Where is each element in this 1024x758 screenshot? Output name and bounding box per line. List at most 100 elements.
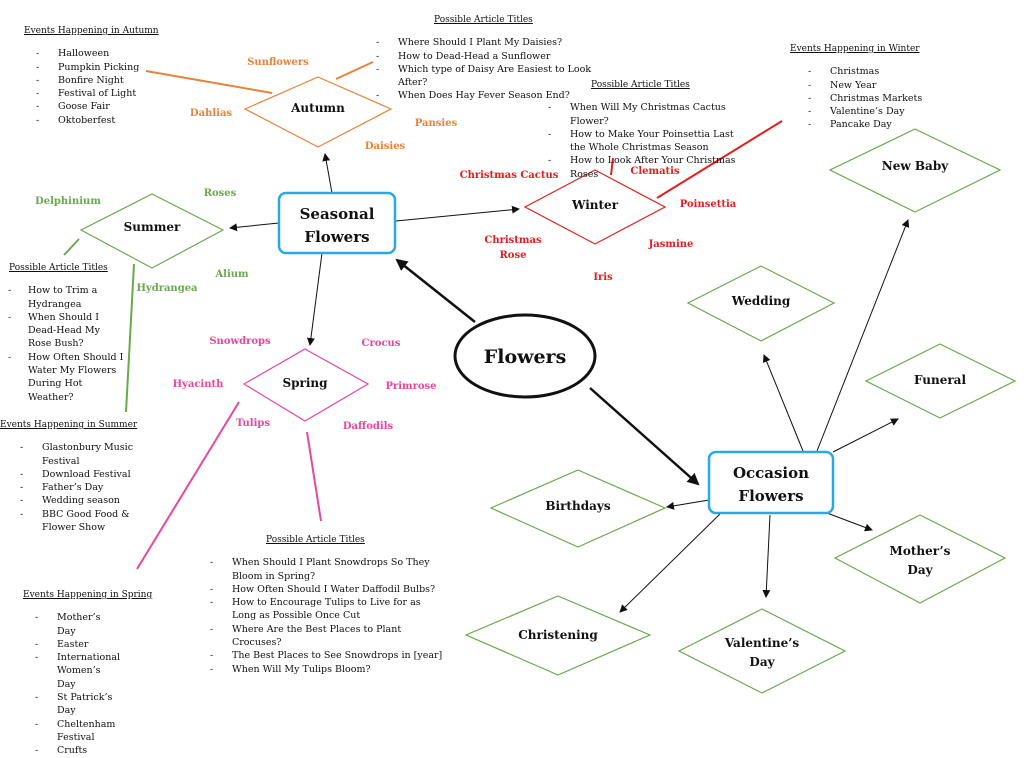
seasonal-label-line2: Flowers [304,228,369,246]
flower-roses: Roses [204,188,237,199]
list-item: Download Festival [8,468,165,482]
summer-events-list: Glastonbury Music FestivalDownload Festi… [8,441,165,534]
flower-daffodils: Daffodils [343,421,394,432]
valentines-day-diamond [677,608,847,694]
list-item: St Patrick’s Day [23,691,118,718]
flower-primrose: Primrose [385,381,436,392]
autumn-articles-list: Where Should I Plant My Daisies?How to D… [364,36,614,103]
list-item: Glastonbury Music Festival [8,441,165,468]
connector-seasonal-autumn [322,153,333,194]
summer-events-heading: Events Happening in Summer [0,420,138,430]
summer-label: Summer [124,220,181,234]
new-baby-diamond [828,128,1002,213]
connector-occasion-funeral [832,418,899,453]
spring-articles-connector [306,431,322,522]
funeral-diamond [864,343,1017,419]
spring-articles-heading: Possible Article Titles [266,535,365,545]
winter-label: Winter [571,198,619,212]
autumn-events-block: Events Happening in Autumn HalloweenPump… [24,25,174,127]
list-item: How Often Should I Water My Flowers Duri… [6,351,124,404]
mothers-day-label-line1: Mother’s [890,544,951,558]
spring-events-connector [136,401,240,570]
spring-events-heading: Events Happening in Spring [23,590,153,600]
flower-christmas-rose-line1: Christmas [484,235,542,246]
flower-christmas-rose-line2: Rose [500,250,527,261]
summer-articles-block: Possible Article Titles How to Trim a Hy… [6,262,124,404]
list-item: Valentine’s Day [796,105,940,119]
list-item: BBC Good Food & Flower Show [8,508,165,535]
list-item: How to Look After Your Christmas Roses [536,154,746,181]
summer-events-connector [125,263,135,413]
list-item: The Best Places to See Snowdrops in [yea… [198,649,443,663]
valentines-day-label-line2: Day [749,655,775,669]
seasonal-label-line1: Seasonal [300,205,375,223]
list-item: Festival of Light [24,87,174,101]
autumn-label: Autumn [290,101,345,115]
list-item: Where Are the Best Places to Plant Crocu… [198,623,443,650]
winter-articles-heading: Possible Article Titles [591,80,690,90]
connector-occasion-christening [619,513,721,613]
connector-flowers-occasion [589,387,700,486]
spring-diamond [242,348,370,422]
central-node [453,313,597,399]
central-label: Flowers [484,346,567,368]
list-item: When Will My Tulips Bloom? [198,663,443,677]
list-item: Bonfire Night [24,74,174,88]
valentines-day-label-line1: Valentine’s [724,636,800,650]
connector-occasion-valentines-day [762,514,771,598]
flower-tulips: Tulips [236,418,270,429]
list-item: How Often Should I Water Daffodil Bulbs? [198,583,443,597]
christening-diamond [464,595,652,676]
wedding-diamond [686,265,836,342]
list-item: Christmas [796,65,940,79]
flower-daisies: Daisies [365,141,406,152]
list-item: Mother’s Day [23,611,118,638]
list-item: How to Trim a Hydrangea [6,284,124,311]
spring-events-block: Events Happening in Spring Mother’s DayE… [23,589,163,758]
flower-iris: Iris [593,272,613,283]
connector-seasonal-spring [306,252,323,346]
flower-poinsettia: Poinsettia [680,199,737,210]
summer-events-block: Events Happening in Summer Glastonbury M… [0,419,165,534]
list-item: Crufts [23,744,118,758]
spring-label: Spring [282,376,328,390]
new-baby-label: New Baby [882,159,949,173]
list-item: How to Dead-Head a Sunflower [364,50,614,64]
list-item: How to Make Your Poinsettia Last the Who… [536,128,746,155]
connector-seasonal-summer [229,222,280,232]
spring-events-list: Mother’s DayEasterInternational Women’s … [23,611,120,758]
spring-articles-block: Possible Article Titles When Should I Pl… [198,534,443,676]
list-item: Christmas Markets [796,92,940,106]
flower-jasmine: Jasmine [648,239,694,250]
list-item: Cheltenham Festival [23,718,118,745]
list-item: New Year [796,79,940,93]
list-item: International Women’s Day [23,651,120,691]
flower-snowdrops: Snowdrops [209,336,271,347]
christening-label: Christening [518,628,598,642]
autumn-events-heading: Events Happening in Autumn [24,26,159,36]
flower-christmas-cactus: Christmas Cactus [460,170,559,181]
winter-articles-block: Possible Article Titles When Will My Chr… [536,79,746,181]
connector-occasion-mothers-day [826,512,873,532]
flower-dahlias: Dahlias [190,108,232,119]
list-item: Pancake Day [796,118,940,132]
flower-sunflowers: Sunflowers [247,57,309,68]
flower-crocus: Crocus [362,338,401,349]
funeral-label: Funeral [914,373,966,387]
list-item: How to Encourage Tulips to Live for as L… [198,596,443,623]
connector-occasion-wedding [762,354,804,452]
occasion-flowers-box [707,450,835,515]
mothers-day-diamond [833,514,1007,604]
winter-articles-list: When Will My Christmas Cactus Flower?How… [536,101,746,181]
list-item: When Should I Dead-Head My Rose Bush? [6,311,124,351]
connector-flowers-seasonal [395,258,476,323]
list-item: When Does Hay Fever Season End? [364,89,614,103]
list-item: Oktoberfest [24,114,174,128]
mind-map: Flowers Seasonal Flowers Occasion Flower… [35,57,1017,694]
list-item: When Should I Plant Snowdrops So They Bl… [198,556,443,583]
summer-articles-connector [63,238,80,256]
list-item: Where Should I Plant My Daisies? [364,36,614,50]
summer-articles-heading: Possible Article Titles [9,263,108,273]
seasonal-flowers-box [277,191,397,255]
summer-articles-list: How to Trim a HydrangeaWhen Should I Dea… [6,284,124,404]
